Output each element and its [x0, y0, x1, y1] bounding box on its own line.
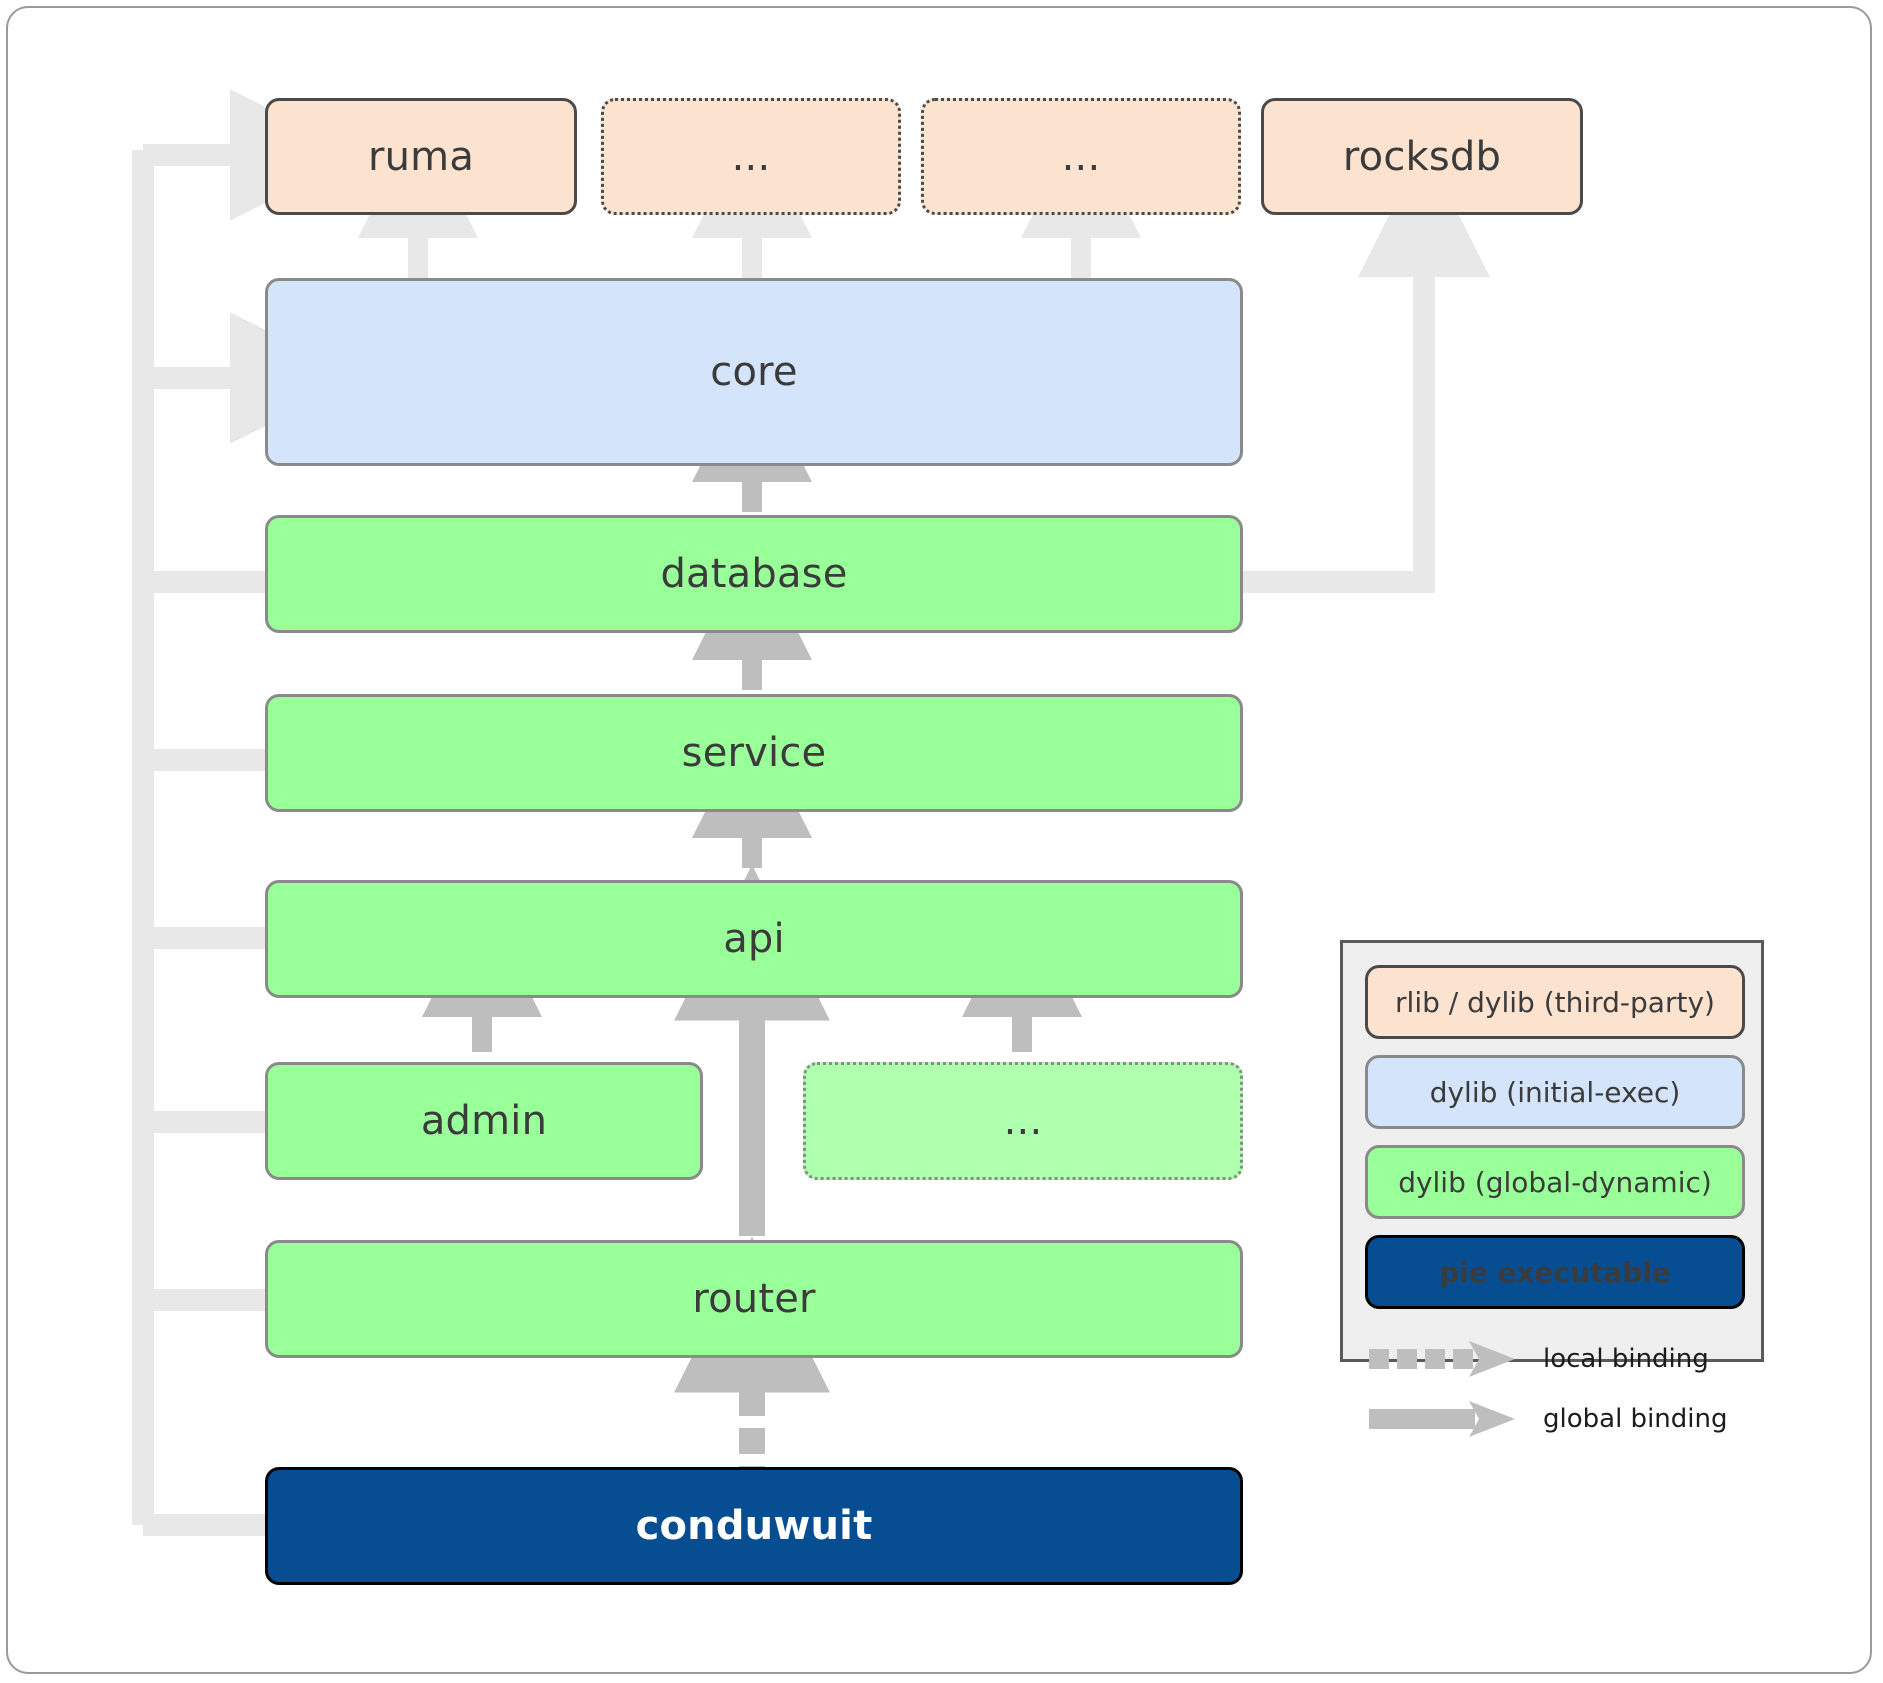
legend-chip-global-dynamic-label: dylib (global-dynamic) — [1398, 1165, 1712, 1199]
legend-chip-initial-exec: dylib (initial-exec) — [1365, 1055, 1745, 1129]
node-service[interactable]: service — [265, 694, 1243, 812]
legend-global-binding-label: global binding — [1543, 1404, 1728, 1434]
node-ellipsis-top-1[interactable]: ... — [601, 98, 901, 215]
legend-chip-third-party-label: rlib / dylib (third-party) — [1395, 985, 1715, 1019]
node-api-label: api — [723, 916, 785, 962]
legend-chip-pie-executable-label: pie executable — [1439, 1255, 1671, 1289]
legend-chip-global-dynamic: dylib (global-dynamic) — [1365, 1145, 1745, 1219]
node-ruma[interactable]: ruma — [265, 98, 577, 215]
node-ellipsis-api[interactable]: ... — [803, 1062, 1243, 1180]
node-core-label: core — [710, 349, 798, 395]
node-core[interactable]: core — [265, 278, 1243, 466]
node-conduwuit[interactable]: conduwuit — [265, 1467, 1243, 1585]
legend-chip-initial-exec-label: dylib (initial-exec) — [1429, 1075, 1681, 1109]
global-binding-arrow-icon — [1369, 1401, 1515, 1437]
node-ellipsis-top-2[interactable]: ... — [921, 98, 1241, 215]
node-service-label: service — [681, 730, 827, 776]
legend-chip-third-party: rlib / dylib (third-party) — [1365, 965, 1745, 1039]
node-ellipsis-api-label: ... — [1003, 1098, 1043, 1144]
node-database-label: database — [660, 551, 848, 597]
node-rocksdb-label: rocksdb — [1342, 133, 1502, 180]
legend-local-binding-label: local binding — [1543, 1344, 1709, 1374]
local-binding-arrow-icon — [1369, 1341, 1515, 1377]
legend-row-local-binding: local binding — [1365, 1329, 1745, 1389]
node-conduwuit-label: conduwuit — [635, 1503, 873, 1549]
node-admin-label: admin — [420, 1098, 548, 1144]
node-ellipsis-top-2-label: ... — [1061, 133, 1101, 180]
legend-row-global-binding: global binding — [1365, 1389, 1745, 1449]
node-router[interactable]: router — [265, 1240, 1243, 1358]
node-ruma-label: ruma — [367, 133, 475, 180]
node-rocksdb[interactable]: rocksdb — [1261, 98, 1583, 215]
node-ellipsis-top-1-label: ... — [731, 133, 771, 180]
node-database[interactable]: database — [265, 515, 1243, 633]
legend-chip-pie-executable: pie executable — [1365, 1235, 1745, 1309]
node-admin[interactable]: admin — [265, 1062, 703, 1180]
node-api[interactable]: api — [265, 880, 1243, 998]
node-router-label: router — [692, 1276, 816, 1322]
legend: rlib / dylib (third-party) dylib (initia… — [1340, 940, 1764, 1437]
